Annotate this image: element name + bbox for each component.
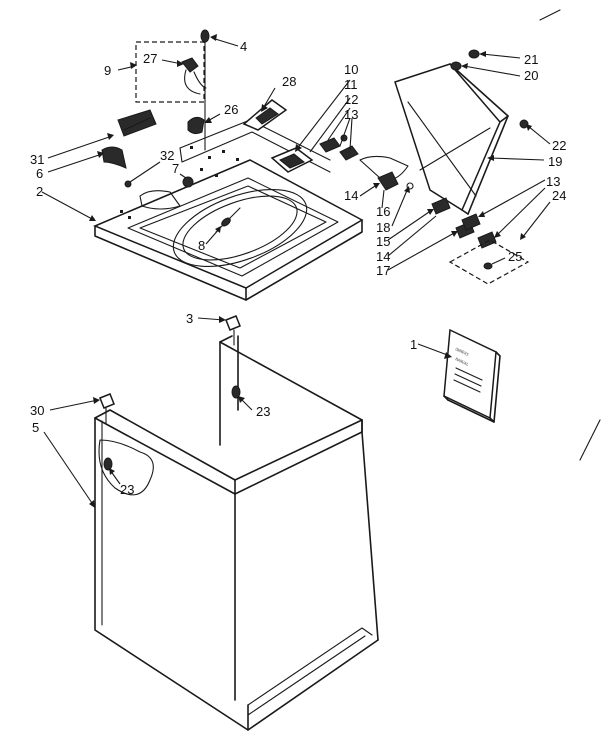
label-27: 27: [143, 51, 157, 66]
svg-text:OWNERS: OWNERS: [455, 346, 471, 357]
label-14-lower: 14: [376, 249, 390, 264]
label-22: 22: [552, 138, 566, 153]
label-19: 19: [548, 154, 562, 169]
label-26: 26: [224, 102, 238, 117]
label-23-lower: 23: [120, 482, 134, 497]
label-17: 17: [376, 263, 390, 278]
label-32: 32: [160, 148, 174, 163]
label-30: 30: [30, 403, 44, 418]
label-11: 11: [344, 77, 358, 92]
label-28: 28: [282, 74, 296, 89]
label-1: 1: [410, 337, 417, 352]
owners-manual: OWNERS MANUAL: [443, 328, 501, 423]
cabinet: [94, 335, 379, 731]
label-10: 10: [344, 62, 358, 77]
label-7: 7: [172, 161, 179, 176]
svg-text:MANUAL: MANUAL: [455, 356, 471, 367]
washer-top: [93, 119, 364, 301]
label-31: 31: [30, 152, 44, 167]
label-21: 21: [524, 52, 538, 67]
label-3: 3: [186, 311, 193, 326]
label-4: 4: [240, 39, 247, 54]
label-20: 20: [524, 68, 538, 83]
label-16: 16: [376, 204, 390, 219]
part-labels: 4 27 9 28 26 10 11 12 13 31 6 2 32 7 8 2…: [30, 39, 566, 497]
label-2: 2: [36, 184, 43, 199]
small-parts: [99, 29, 530, 471]
label-23-upper: 23: [256, 404, 270, 419]
label-25: 25: [508, 249, 522, 264]
label-13-top: 13: [344, 107, 358, 122]
label-9: 9: [104, 63, 111, 78]
label-8: 8: [198, 238, 205, 253]
label-12: 12: [344, 92, 358, 107]
label-24: 24: [552, 188, 566, 203]
lid: [359, 63, 509, 215]
label-13-right: 13: [546, 174, 560, 189]
label-14-upper: 14: [344, 188, 358, 203]
switch-dashed-box: [135, 41, 207, 103]
label-5: 5: [32, 420, 39, 435]
label-15: 15: [376, 234, 390, 249]
label-6: 6: [36, 166, 43, 181]
leader-lines: [41, 34, 551, 508]
label-18: 18: [376, 220, 390, 235]
